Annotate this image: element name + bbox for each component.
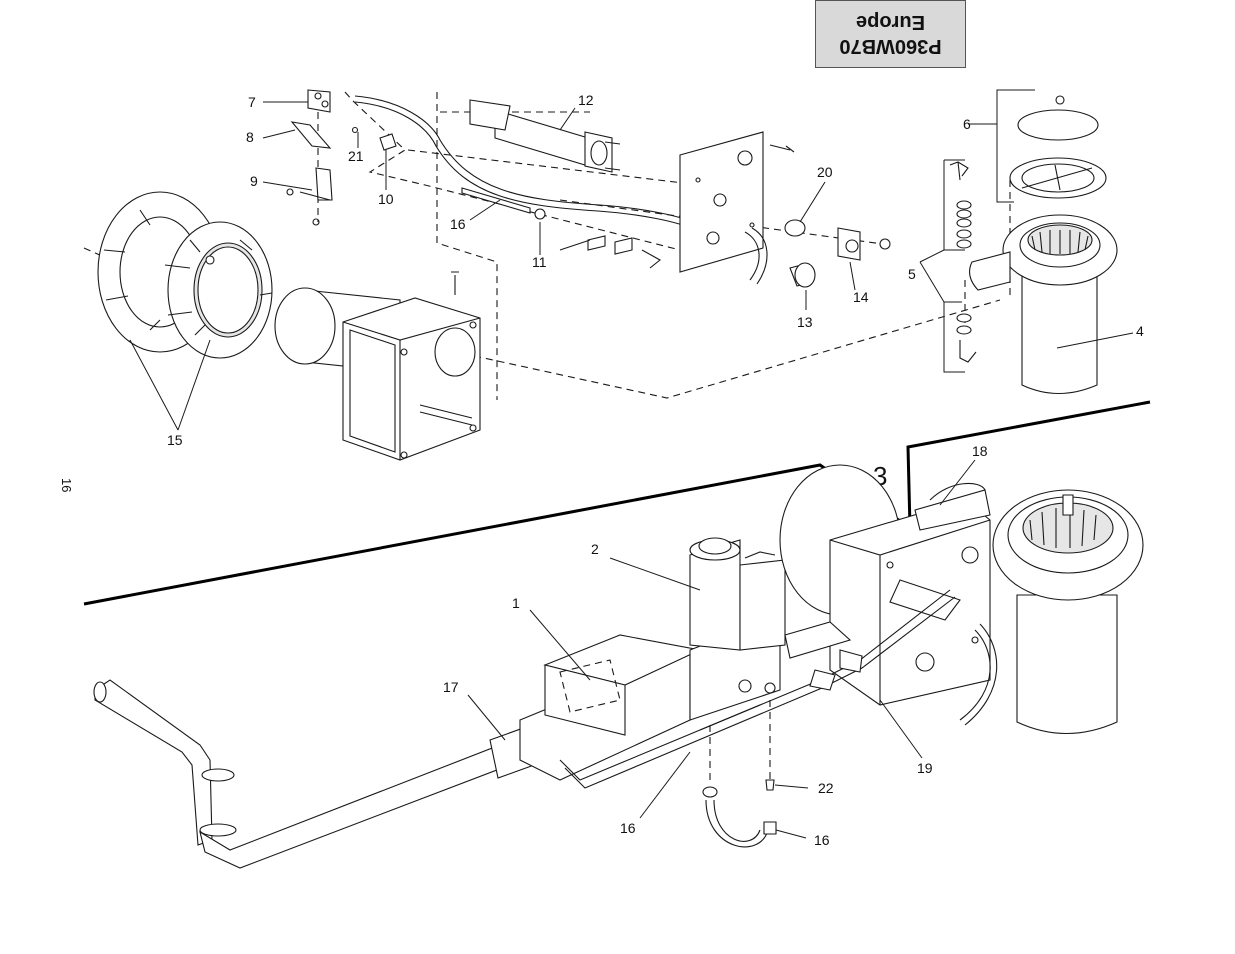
- callout-16-lower-right: 16: [814, 832, 830, 848]
- burner-chassis: [779, 464, 998, 726]
- callout-numbers: 7 8 9 21 10 12 16 11 13 14 20 6 5 4 15 1…: [167, 92, 1144, 848]
- leader-lines: [129, 101, 1134, 839]
- callout-16-upper: 16: [450, 216, 466, 232]
- rod-and-nut: [461, 187, 546, 220]
- callout-8: 8: [246, 129, 254, 145]
- flame-retention-rings: [97, 191, 273, 359]
- connecting-tubes: [559, 579, 961, 789]
- callout-18: 18: [972, 443, 988, 459]
- callout-1: 1: [512, 595, 520, 611]
- fittings: [587, 219, 891, 288]
- callout-22: 22: [818, 780, 834, 796]
- blower-housing-assembled: [992, 489, 1144, 734]
- callout-2: 2: [591, 541, 599, 557]
- callout-20: 20: [817, 164, 833, 180]
- callout-16-lower-left: 16: [620, 820, 636, 836]
- callout-4: 4: [1136, 323, 1144, 339]
- callout-13: 13: [797, 314, 813, 330]
- callout-15: 15: [167, 432, 183, 448]
- callout-5: 5: [908, 266, 916, 282]
- callout-11: 11: [532, 254, 547, 270]
- ignition-cable: [354, 95, 701, 232]
- callout-10: 10: [378, 191, 394, 207]
- lower-fittings: [702, 700, 777, 848]
- oil-line-pipe: [93, 679, 549, 869]
- callout-7: 7: [248, 94, 256, 110]
- callout-19: 19: [917, 760, 933, 776]
- air-inlet-cover: [1009, 95, 1107, 199]
- callout-21: 21: [348, 148, 364, 164]
- page-number: 16: [59, 478, 74, 492]
- mounting-plate: [679, 131, 795, 285]
- blower-housing-and-tube: [969, 214, 1118, 394]
- callout-6: 6: [963, 116, 971, 132]
- callout-17: 17: [443, 679, 459, 695]
- callout-14: 14: [853, 289, 869, 305]
- callout-12: 12: [578, 92, 594, 108]
- air-shutter-links: [949, 161, 977, 363]
- burner-housing: [342, 271, 481, 461]
- ignition-electrode-assembly: [469, 99, 621, 173]
- solenoid-valve: [689, 537, 786, 651]
- callout-9: 9: [250, 173, 258, 189]
- small-brackets: [286, 89, 397, 226]
